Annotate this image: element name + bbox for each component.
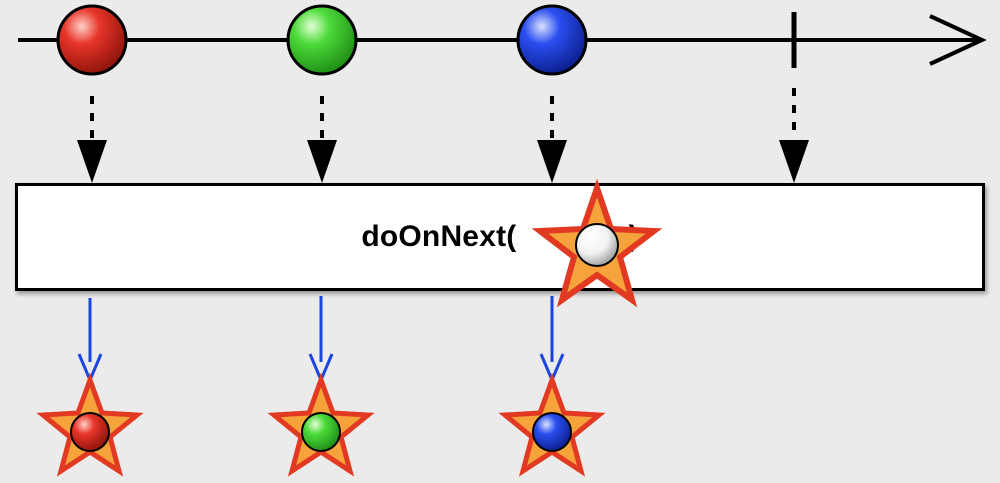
source-timeline xyxy=(18,14,987,66)
output-arrow-blue xyxy=(539,296,565,384)
input-arrow-completion xyxy=(779,88,809,183)
output-arrow-red xyxy=(77,298,103,384)
input-arrow-blue xyxy=(537,96,567,183)
output-star-green xyxy=(267,372,375,477)
operator-star-slot xyxy=(516,183,628,291)
operator-label: doOnNext( xyxy=(361,220,517,253)
output-arrow-green xyxy=(308,296,334,384)
input-arrow-green xyxy=(307,96,337,183)
source-marble-green xyxy=(286,4,358,76)
output-star-red xyxy=(36,372,144,477)
source-marble-blue xyxy=(516,4,588,76)
operator-box: doOnNext( ) xyxy=(15,183,985,291)
operator-close-paren: ) xyxy=(628,220,639,253)
source-marble-red xyxy=(56,4,128,76)
output-star-blue xyxy=(498,372,606,477)
input-arrow-red xyxy=(77,96,107,183)
